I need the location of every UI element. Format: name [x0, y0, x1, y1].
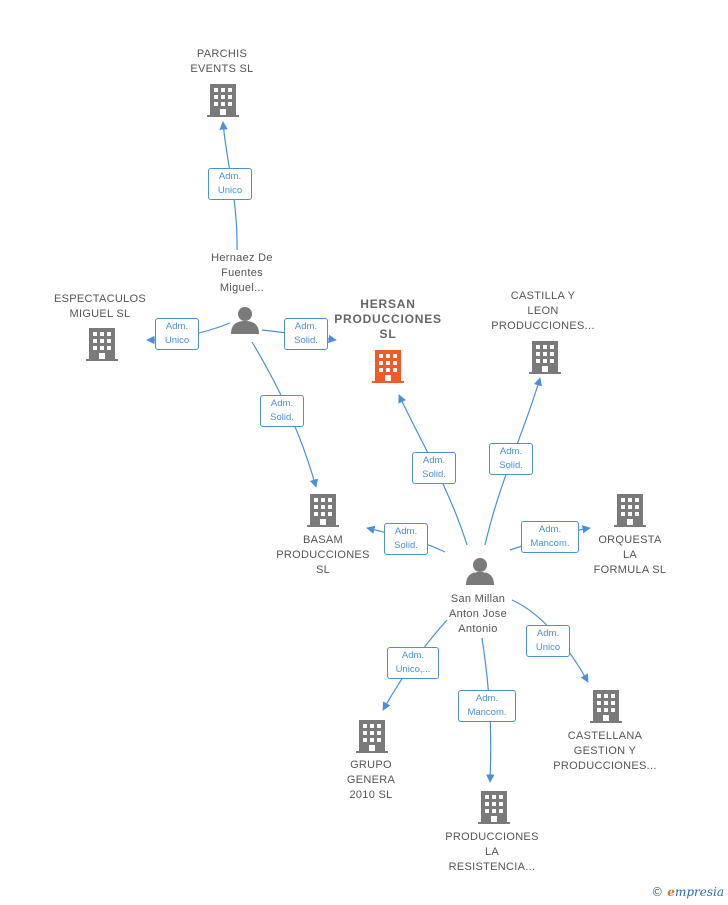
edge-badge-adm-mancom: Adm. Mancom. [458, 690, 516, 722]
edge-badge-adm-solid: Adm. Solid. [284, 318, 328, 350]
node-san-millan-anton[interactable]: San Millan Anton Jose Antonio [448, 593, 508, 635]
edge-badge-adm-unico: Adm. Unico [155, 318, 199, 350]
building-icon[interactable] [207, 84, 239, 117]
person-icon[interactable] [231, 307, 259, 334]
node-castellana-gestion[interactable]: CASTELLANA GESTION Y PRODUCCIONES... [553, 730, 657, 772]
edge-badge-adm-unico: Adm. Unico,... [387, 647, 439, 679]
node-grupo-genera[interactable]: GRUPO GENERA 2010 SL [346, 759, 396, 801]
node-orquesta-la-formula[interactable]: ORQUESTA LA FORMULA SL [593, 534, 667, 576]
node-parchis-events[interactable]: PARCHIS EVENTS SL [190, 48, 254, 75]
person-icon[interactable] [466, 558, 494, 585]
building-icon[interactable] [307, 494, 339, 527]
edge-badge-adm-solid: Adm. Solid. [260, 395, 304, 427]
node-espectaculos-miguel[interactable]: ESPECTACULOS MIGUEL SL [53, 293, 147, 320]
building-icon[interactable] [356, 720, 388, 753]
edge-badge-adm-solid: Adm. Solid. [384, 523, 428, 555]
edge-badge-adm-solid: Adm. Solid. [489, 443, 533, 475]
building-icon[interactable] [372, 350, 404, 383]
node-hersan-producciones[interactable]: HERSAN PRODUCCIONES SL [334, 297, 442, 341]
building-icon[interactable] [590, 690, 622, 723]
empresia-logo: ©empresia [651, 885, 724, 899]
node-castilla-y-leon[interactable]: CASTILLA Y LEON PRODUCCIONES... [491, 290, 595, 332]
node-hernaez-de-fuentes[interactable]: Hernaez De Fuentes Miguel... [211, 252, 273, 294]
building-icon[interactable] [478, 791, 510, 824]
building-icon[interactable] [529, 341, 561, 374]
edge-badge-adm-unico: Adm. Unico [208, 168, 252, 200]
node-basam-producciones[interactable]: BASAM PRODUCCIONES SL [276, 534, 370, 576]
building-icon[interactable] [614, 494, 646, 527]
node-producciones-resistencia[interactable]: PRODUCCIONES LA RESISTENCIA... [445, 831, 539, 873]
edge-badge-adm-solid: Adm. Solid. [412, 452, 456, 484]
edge-badge-adm-unico: Adm. Unico [526, 625, 570, 657]
building-icon[interactable] [86, 328, 118, 361]
edge-badge-adm-mancom: Adm. Mancom. [521, 521, 579, 553]
